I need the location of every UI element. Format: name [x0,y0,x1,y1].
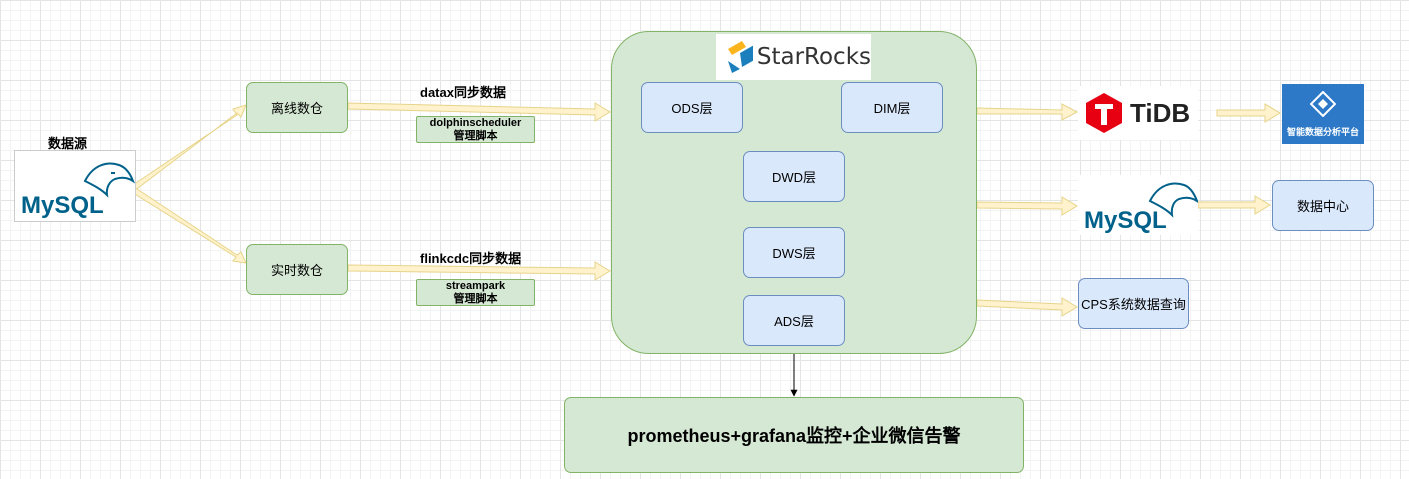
arrow-source-to-offline [129,104,247,192]
datax-label: datax同步数据 [420,85,506,100]
streampark-note-line1: streampark [445,279,506,292]
ads-layer-box[interactable]: ADS层 [743,295,845,346]
dolphinscheduler-note-line2: 管理脚本 [453,129,498,142]
arrow-starrocks-to-cps [976,297,1078,317]
arrow-tidb-to-platform [1216,103,1281,123]
monitoring-box[interactable]: prometheus+grafana监控+企业微信告警 [564,397,1024,473]
arrow-source-to-realtime [129,186,247,264]
flow-arrows [129,102,1281,317]
tidb-logo-text: TiDB [1130,97,1191,128]
mysql-logo-box: MySQL [14,150,136,222]
dws-layer-box[interactable]: DWS层 [743,227,845,278]
arrow-mysql-to-datacenter [1197,195,1271,215]
cps-query-box[interactable]: CPS系统数据查询 [1078,278,1189,329]
starrocks-logo: StarRocks [716,34,871,80]
mysql-logo-icon: MySQL [21,162,136,219]
tidb-logo: TiDB [1078,86,1198,140]
mysql-output-text: MySQL [1084,207,1167,234]
streampark-note: streampark 管理脚本 [416,279,535,306]
dim-layer-box[interactable]: DIM层 [841,82,943,133]
offline-warehouse-box[interactable]: 离线数仓 [246,82,348,133]
arrow-offline-to-starrocks [347,102,611,122]
arrow-starrocks-to-mysql [976,196,1078,216]
dolphinscheduler-note: dolphinscheduler 管理脚本 [416,116,535,143]
arrow-realtime-to-starrocks [347,261,611,281]
dolphinscheduler-note-line1: dolphinscheduler [429,116,522,129]
data-center-box[interactable]: 数据中心 [1272,180,1374,231]
analytics-platform-logo: 智能数据分析平台 [1282,84,1364,144]
streampark-note-line2: 管理脚本 [453,292,498,305]
arrow-starrocks-to-tidb [976,103,1079,121]
mysql-output-icon: MySQL [1084,182,1200,234]
starrocks-logo-text: StarRocks [756,44,871,70]
mysql-logo-text: MySQL [21,192,104,219]
platform-icon [1310,90,1336,117]
realtime-warehouse-box[interactable]: 实时数仓 [246,244,348,295]
source-title: 数据源 [48,136,88,151]
platform-logo-text: 智能数据分析平台 [1286,126,1359,137]
tidb-icon [1086,93,1122,133]
mysql-output-logo: MySQL [1078,175,1200,235]
ods-layer-box[interactable]: ODS层 [641,82,743,133]
starrocks-icon [728,41,753,73]
dwd-layer-box[interactable]: DWD层 [743,151,845,202]
flinkcdc-label: flinkcdc同步数据 [420,251,522,266]
